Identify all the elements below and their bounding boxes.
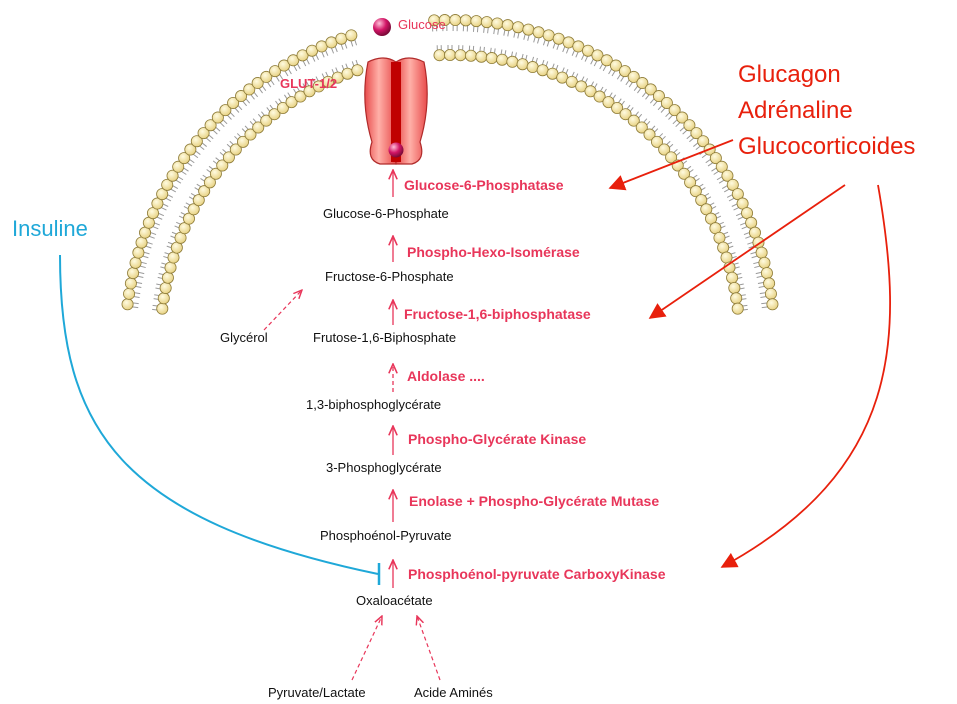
lipid-head [731, 293, 742, 304]
lipid-head [718, 242, 729, 253]
glucose-in-channel-icon [389, 143, 404, 158]
lipid-head [168, 252, 179, 263]
lipid-head [759, 257, 770, 268]
glut-transporter [365, 18, 427, 164]
lipid-head [460, 15, 471, 26]
lipid-head [523, 24, 534, 35]
substrate-glycerol: Glycérol [220, 331, 268, 344]
lipid-head [527, 61, 538, 72]
lipid-head [533, 27, 544, 38]
lipid-head [158, 293, 169, 304]
metabolite-1-3-biphosphoglycerate: 1,3-biphosphoglycérate [306, 398, 441, 411]
lipid-head [136, 237, 147, 248]
lipid-head [486, 52, 497, 63]
metabolite-phosphoenol-pyruvate: Phosphoénol-Pyruvate [320, 529, 452, 542]
lipid-head [336, 33, 347, 44]
insulin-label: Insuline [12, 218, 88, 240]
lipid-head [732, 303, 743, 314]
substrate-pyruvate-lactate: Pyruvate/Lactate [268, 686, 366, 699]
arrow-hormones-to-pepck [722, 185, 890, 567]
enzyme-pepck: Phosphoénol-pyruvate CarboxyKinase [408, 567, 666, 581]
lipid-head [507, 56, 518, 67]
hormone-glucagon: Glucagon [738, 63, 841, 87]
arrow-pyruvate [352, 616, 382, 680]
lipid-head [512, 22, 523, 33]
insulin-inhibition-line [60, 255, 378, 574]
arrow-hormones-to-g6pase [610, 140, 733, 188]
enzyme-enolase-mutase: Enolase + Phospho-Glycérate Mutase [409, 494, 659, 508]
arrow-amino-acids [417, 616, 440, 680]
glucose-label: Glucose [398, 18, 446, 31]
metabolite-3-phosphoglycerate: 3-Phosphoglycérate [326, 461, 442, 474]
lipid-head [123, 288, 134, 299]
enzyme-phospho-hexo-isomerase: Phospho-Hexo-Isomérase [407, 245, 580, 259]
arrow-glycerol [264, 290, 302, 330]
lipid-head [162, 272, 173, 283]
lipid-head [157, 303, 168, 314]
transporter-label: GLUT-1/2 [280, 77, 337, 90]
lipid-head [122, 299, 133, 310]
hormone-adrenaline: Adrénaline [738, 99, 853, 123]
lipid-head [726, 272, 737, 283]
lipid-head [543, 30, 554, 41]
lipid-head [764, 278, 775, 289]
hormone-glucocorticoides: Glucocorticoides [738, 135, 915, 159]
glucose-molecule-icon [373, 18, 391, 36]
enzyme-glucose-6-phosphatase: Glucose-6-Phosphatase [404, 178, 564, 192]
enzyme-phospho-glycerate-kinase: Phospho-Glycérate Kinase [408, 432, 586, 446]
lipid-head [450, 14, 461, 25]
lipid-head [502, 20, 513, 31]
metabolite-fructose-1-6-biphosphate: Frutose-1,6-Biphosphate [313, 331, 456, 344]
metabolite-fructose-6-phosphate: Fructose-6-Phosphate [325, 270, 454, 283]
lipid-head [756, 247, 767, 258]
lipid-head [455, 50, 466, 61]
lipid-head [492, 18, 503, 29]
lipid-head [481, 16, 492, 27]
lipid-head [130, 257, 141, 268]
lipid-head [165, 262, 176, 273]
enzyme-fructose-1-6-biphosphatase: Fructose-1,6-biphosphatase [404, 307, 591, 321]
lipid-head [765, 288, 776, 299]
lipid-head [517, 59, 528, 70]
lipid-head [125, 278, 136, 289]
lipid-head [721, 252, 732, 263]
lipid-head [767, 299, 778, 310]
lipid-head [133, 247, 144, 258]
lipid-head [749, 227, 760, 238]
enzyme-aldolase: Aldolase .... [407, 369, 485, 383]
metabolite-glucose-6-phosphate: Glucose-6-Phosphate [323, 207, 449, 220]
lipid-head [476, 51, 487, 62]
lipid-head [444, 49, 455, 60]
substrate-amino-acids: Acide Aminés [414, 686, 493, 699]
lipid-head [346, 30, 357, 41]
lipid-head [497, 54, 508, 65]
lipid-head [471, 15, 482, 26]
lipid-head [160, 282, 171, 293]
lipid-head [761, 267, 772, 278]
lipid-head [465, 50, 476, 61]
lipid-head [434, 50, 445, 61]
lipid-head [729, 282, 740, 293]
lipid-head [352, 65, 363, 76]
metabolite-oxaloacetate: Oxaloacétate [356, 594, 433, 607]
lipid-head [127, 267, 138, 278]
